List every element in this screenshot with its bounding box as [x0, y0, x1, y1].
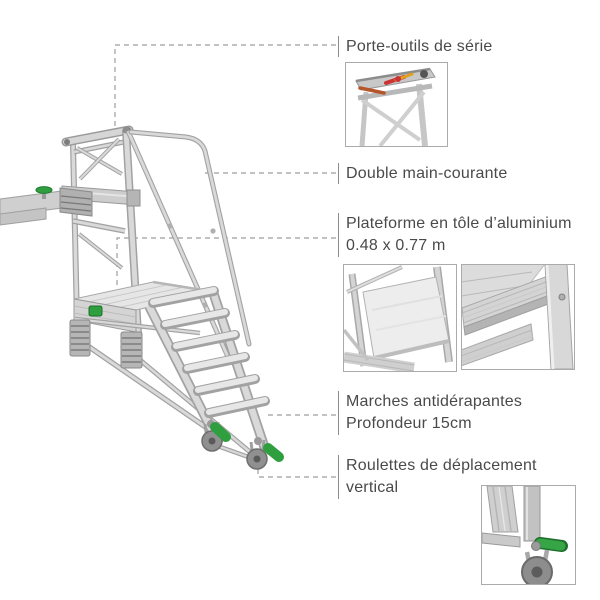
- foot-pads: [69, 319, 143, 369]
- bolt: [558, 293, 566, 301]
- callout-roulettes: Roulettes de déplacement vertical: [338, 455, 537, 499]
- connector-porte-outils: [114, 44, 336, 128]
- inset-steps-photo: [461, 264, 575, 370]
- inset-caster-photo: [481, 485, 576, 585]
- callout-label-line1: Roulettes de déplacement: [346, 457, 537, 474]
- steps: [148, 286, 270, 418]
- inset-platform-photo: [343, 264, 457, 372]
- callout-porte-outils: Porte-outils de série: [338, 36, 493, 57]
- callout-label-line1: Marches antidérapantes: [346, 393, 523, 410]
- green-end-cap: [263, 443, 284, 462]
- callout-label: Double main-courante: [346, 165, 508, 182]
- connector-roulettes: [257, 463, 336, 478]
- green-latch: [88, 305, 103, 317]
- ladder-illustration: [0, 125, 284, 470]
- green-end-cap: [210, 422, 231, 442]
- callout-label-line1: Plateforme en tôle d’aluminium: [346, 215, 572, 232]
- callout-label-line2: Profondeur 15cm: [346, 415, 472, 432]
- callout-marches: Marches antidérapantes Profondeur 15cm: [338, 391, 522, 435]
- callout-lines: [114, 44, 336, 478]
- callout-plateforme: Plateforme en tôle d’aluminium 0.48 x 0.…: [338, 213, 572, 257]
- connector-plateforme: [116, 237, 336, 286]
- callout-label-line2: 0.48 x 0.77 m: [346, 237, 446, 254]
- green-knob: [35, 186, 53, 194]
- wall-rail-arm: [0, 185, 141, 226]
- knob-stem: [42, 191, 46, 199]
- inset-tool-tray-photo: [345, 62, 448, 147]
- callout-label-line2: vertical: [346, 479, 399, 496]
- callout-main-courante: Double main-courante: [338, 163, 507, 184]
- platform: [73, 280, 216, 333]
- caster-wheels: [201, 420, 284, 470]
- callout-label: Porte-outils de série: [346, 38, 493, 55]
